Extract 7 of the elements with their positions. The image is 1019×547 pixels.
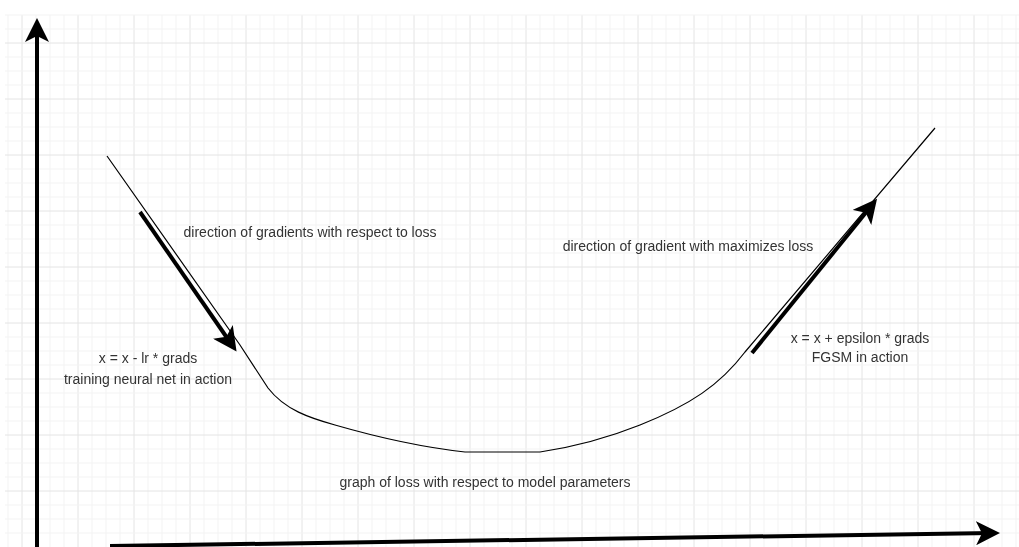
annotation-text: training neural net in action <box>62 370 234 389</box>
annotation-text: direction of gradients with respect to loss <box>182 223 438 242</box>
graph-caption: graph of loss with respect to model parameters <box>338 473 632 492</box>
formula-text: x = x + epsilon * grads <box>789 329 931 348</box>
annotation-text: FGSM in action <box>810 348 910 367</box>
formula-text: x = x - lr * grads <box>97 349 199 368</box>
annotation-text: direction of gradient with maximizes loss <box>561 237 815 256</box>
